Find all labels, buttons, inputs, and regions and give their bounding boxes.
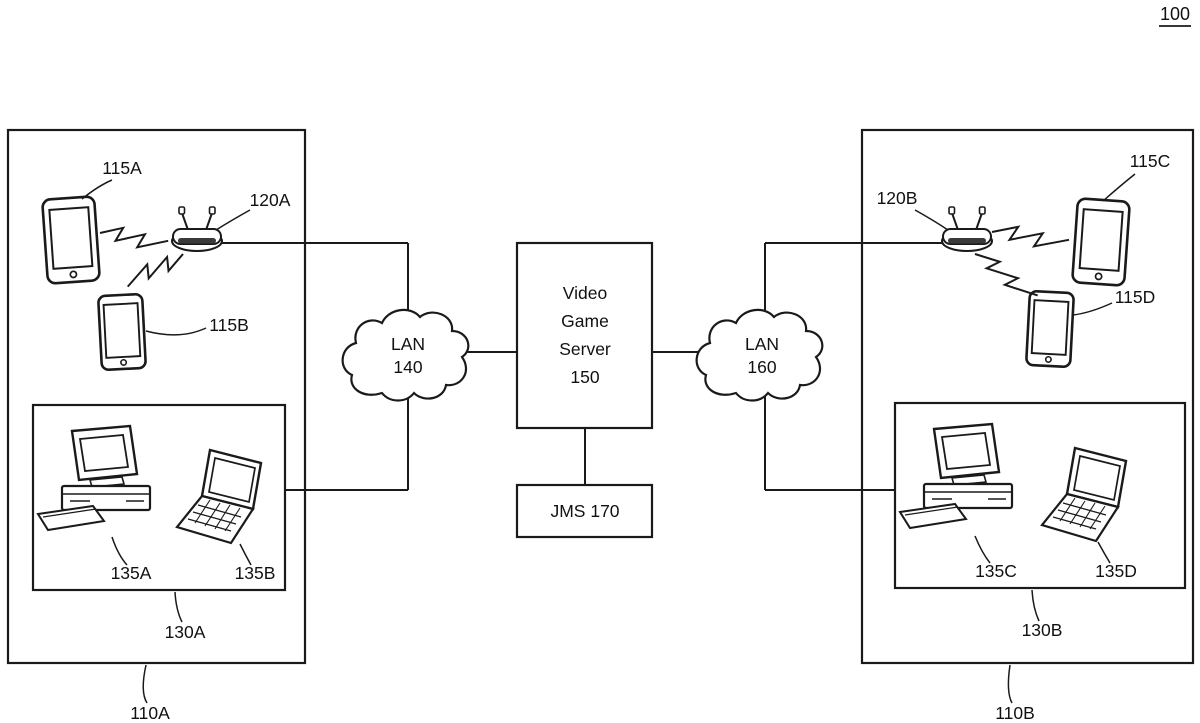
leader-135a <box>111 536 128 566</box>
router-120a-icon <box>171 206 223 252</box>
label-120a: 120A <box>250 190 291 210</box>
server-text-line3: Server <box>559 339 611 359</box>
label-115c: 115C <box>1130 151 1171 171</box>
jms-box <box>515 483 654 539</box>
phone-115d-icon <box>1024 289 1076 369</box>
label-115b: 115B <box>209 315 249 335</box>
leader-120a <box>215 209 251 231</box>
figure-number: 100 <box>1160 4 1190 24</box>
leader-115a <box>81 179 113 200</box>
wireless-bolt-icon <box>967 248 1045 303</box>
label-135c: 135C <box>975 561 1017 581</box>
desktop-135c-icon <box>898 422 1014 530</box>
phone-115b-icon <box>96 292 148 372</box>
label-130b: 130B <box>1022 620 1063 640</box>
server-text-line4: 150 <box>570 367 599 387</box>
server-text-line2: Game <box>561 311 609 331</box>
label-130a: 130A <box>165 622 206 642</box>
lan-160-name: LAN <box>745 334 779 354</box>
group-box-130a <box>31 403 287 592</box>
wireless-bolt-icon <box>98 226 170 249</box>
wireless-bolt-icon <box>990 225 1071 249</box>
wireless-bolt-icon <box>122 242 188 298</box>
lan-140-cloud <box>341 308 470 402</box>
lan-140-number: 140 <box>393 357 422 377</box>
leader-lines <box>81 173 1136 704</box>
site-box-110a <box>6 128 307 665</box>
label-115a: 115A <box>102 158 142 178</box>
leader-115b <box>145 327 207 336</box>
lan-160-number: 160 <box>747 357 776 377</box>
tablet-115c-icon <box>1070 196 1132 288</box>
label-135a: 135A <box>111 563 152 583</box>
video-game-server-box <box>515 241 654 430</box>
label-110b: 110B <box>995 703 1035 723</box>
leader-110b <box>1007 664 1013 704</box>
label-135b: 135B <box>235 563 276 583</box>
jms-label: JMS 170 <box>550 501 619 521</box>
label-120b: 120B <box>877 188 918 208</box>
leader-130b <box>1031 589 1040 622</box>
leader-135d <box>1097 541 1111 564</box>
lan-140-name: LAN <box>391 334 425 354</box>
label-135d: 135D <box>1095 561 1137 581</box>
leader-130a <box>174 591 183 623</box>
label-115d: 115D <box>1115 287 1156 307</box>
leader-135b <box>239 543 252 566</box>
leader-135c <box>974 535 991 564</box>
group-box-130b <box>893 401 1187 590</box>
leader-110a <box>142 664 148 704</box>
laptop-135b-icon <box>175 448 263 545</box>
laptop-135d-icon <box>1040 446 1128 543</box>
lan-160-cloud <box>695 308 824 402</box>
server-text-line1: Video <box>563 283 607 303</box>
reference-labels: 115A 120A 115B 135A 135B 130A 110A 120B … <box>102 151 1170 723</box>
label-110a: 110A <box>130 703 170 723</box>
leader-115c <box>1102 173 1136 202</box>
router-120b-icon <box>941 206 993 252</box>
leader-115d <box>1072 302 1113 316</box>
leader-120b <box>914 209 949 231</box>
desktop-135a-icon <box>36 424 152 532</box>
tablet-115a-icon <box>40 194 102 286</box>
site-box-110b <box>860 128 1195 665</box>
